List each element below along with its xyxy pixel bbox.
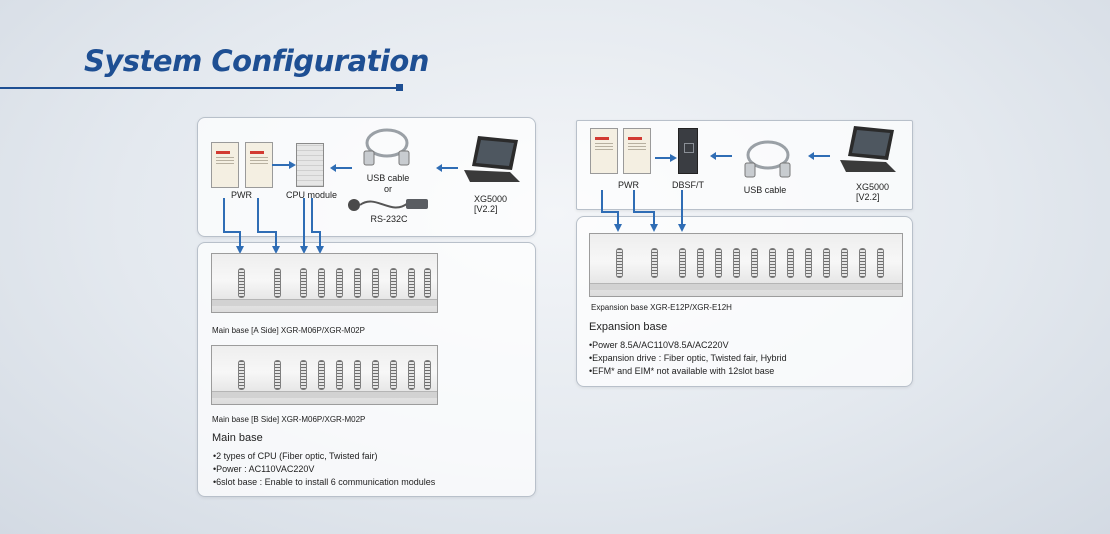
pwr-module-1 (211, 142, 239, 188)
cable-to-dbsf-arrow (710, 152, 732, 160)
cable-to-cpu-arrow (330, 164, 352, 172)
dbsf-label: DBSF/T (672, 180, 705, 190)
rs232c-label: RS-232C (370, 214, 408, 224)
rack-slot (300, 268, 307, 298)
usb-cable-icon (744, 140, 791, 178)
rack-slot (390, 360, 397, 390)
usb-cable-label: USB cable (743, 185, 787, 195)
main-base-a-rack (211, 253, 438, 313)
main-base-bullet-2: •Power : AC110VAC220V (213, 464, 315, 474)
title-underline (0, 87, 398, 89)
main-base-a-caption: Main base [A Side] XGR-M06P/XGR-M02P (212, 326, 365, 335)
rack-slot (318, 268, 325, 298)
rack-slot (769, 248, 776, 278)
rack-slot (238, 360, 245, 390)
xg5000-label: XG5000 (856, 182, 890, 192)
rack-slot (679, 248, 686, 278)
rack-slot (424, 268, 431, 298)
xg5000-version-label: [V2.2] (856, 192, 880, 202)
rack-slot (274, 268, 281, 298)
main-base-b-caption: Main base [B Side] XGR-M06P/XGR-M02P (212, 415, 366, 424)
main-base-b-rack (211, 345, 438, 405)
usb-cable-icon (363, 128, 410, 166)
cpu-module (296, 143, 324, 187)
laptop-to-cable-arrow (808, 152, 830, 160)
main-base-bullet-1: •2 types of CPU (Fiber optic, Twisted fa… (213, 451, 378, 461)
rack-slot (238, 268, 245, 298)
rack-slot (697, 248, 704, 278)
expansion-base-bullet-3: •EFM* and EIM* not available with 12slot… (589, 366, 775, 376)
rack-slot (408, 268, 415, 298)
rack-slot (274, 360, 281, 390)
pwr-to-expansion-base-connectors (601, 190, 686, 232)
rack-slot (354, 360, 361, 390)
rack-slot (651, 248, 658, 278)
rack-slot (336, 268, 343, 298)
dbsf-module (678, 128, 698, 174)
laptop-to-cable-arrow (436, 164, 458, 172)
rack-slot (877, 248, 884, 278)
or-label: or (383, 184, 392, 194)
rack-rail (590, 283, 902, 290)
title-underline-marker (396, 84, 403, 91)
rack-slot (424, 360, 431, 390)
rack-slot (751, 248, 758, 278)
rack-slot (300, 360, 307, 390)
rack-slot (336, 360, 343, 390)
expansion-base-caption: Expansion base XGR-E12P/XGR-E12H (591, 303, 732, 312)
pwr-module-2 (623, 128, 651, 174)
cpu-module-label: CPU module (286, 190, 338, 200)
usb-cable-label: USB cable (366, 173, 410, 183)
rack-slot (841, 248, 848, 278)
expansion-base-bullet-1: •Power 8.5A/AC110V8.5A/AC220V (589, 340, 729, 350)
rack-slot (408, 360, 415, 390)
page-title: System Configuration (84, 44, 429, 78)
rack-slot (354, 268, 361, 298)
rack-slot (787, 248, 794, 278)
rack-slot (859, 248, 866, 278)
rack-slot (823, 248, 830, 278)
xg5000-label: XG5000 (474, 194, 508, 204)
rack-slot (318, 360, 325, 390)
expansion-base-bullet-2: •Expansion drive : Fiber optic, Twisted … (589, 353, 787, 363)
pwr-to-dbsf-arrow (655, 154, 677, 162)
rack-slot (372, 268, 379, 298)
rack-slot (805, 248, 812, 278)
pwr-module-2 (245, 142, 273, 188)
rack-slot (390, 268, 397, 298)
rack-rail (212, 299, 437, 306)
rack-slot (733, 248, 740, 278)
laptop-icon (840, 126, 896, 172)
rack-slot (715, 248, 722, 278)
main-base-bullet-3: •6slot base : Enable to install 6 commun… (213, 477, 436, 487)
rack-slot (372, 360, 379, 390)
rack-rail (212, 391, 437, 398)
rs232c-cable-icon (348, 199, 428, 211)
rack-slot (616, 248, 623, 278)
laptop-icon (464, 136, 520, 182)
pwr-module-1 (590, 128, 618, 174)
pwr-to-base-connectors (223, 198, 324, 254)
expansion-base-rack (589, 233, 903, 297)
pwr-label: PWR (231, 190, 252, 200)
main-base-heading: Main base (212, 432, 263, 444)
xg5000-version-label: [V2.2] (474, 204, 498, 214)
pwr-to-cpu-arrow (272, 161, 296, 169)
expansion-base-heading: Expansion base (589, 321, 668, 333)
pwr-label: PWR (618, 180, 639, 190)
